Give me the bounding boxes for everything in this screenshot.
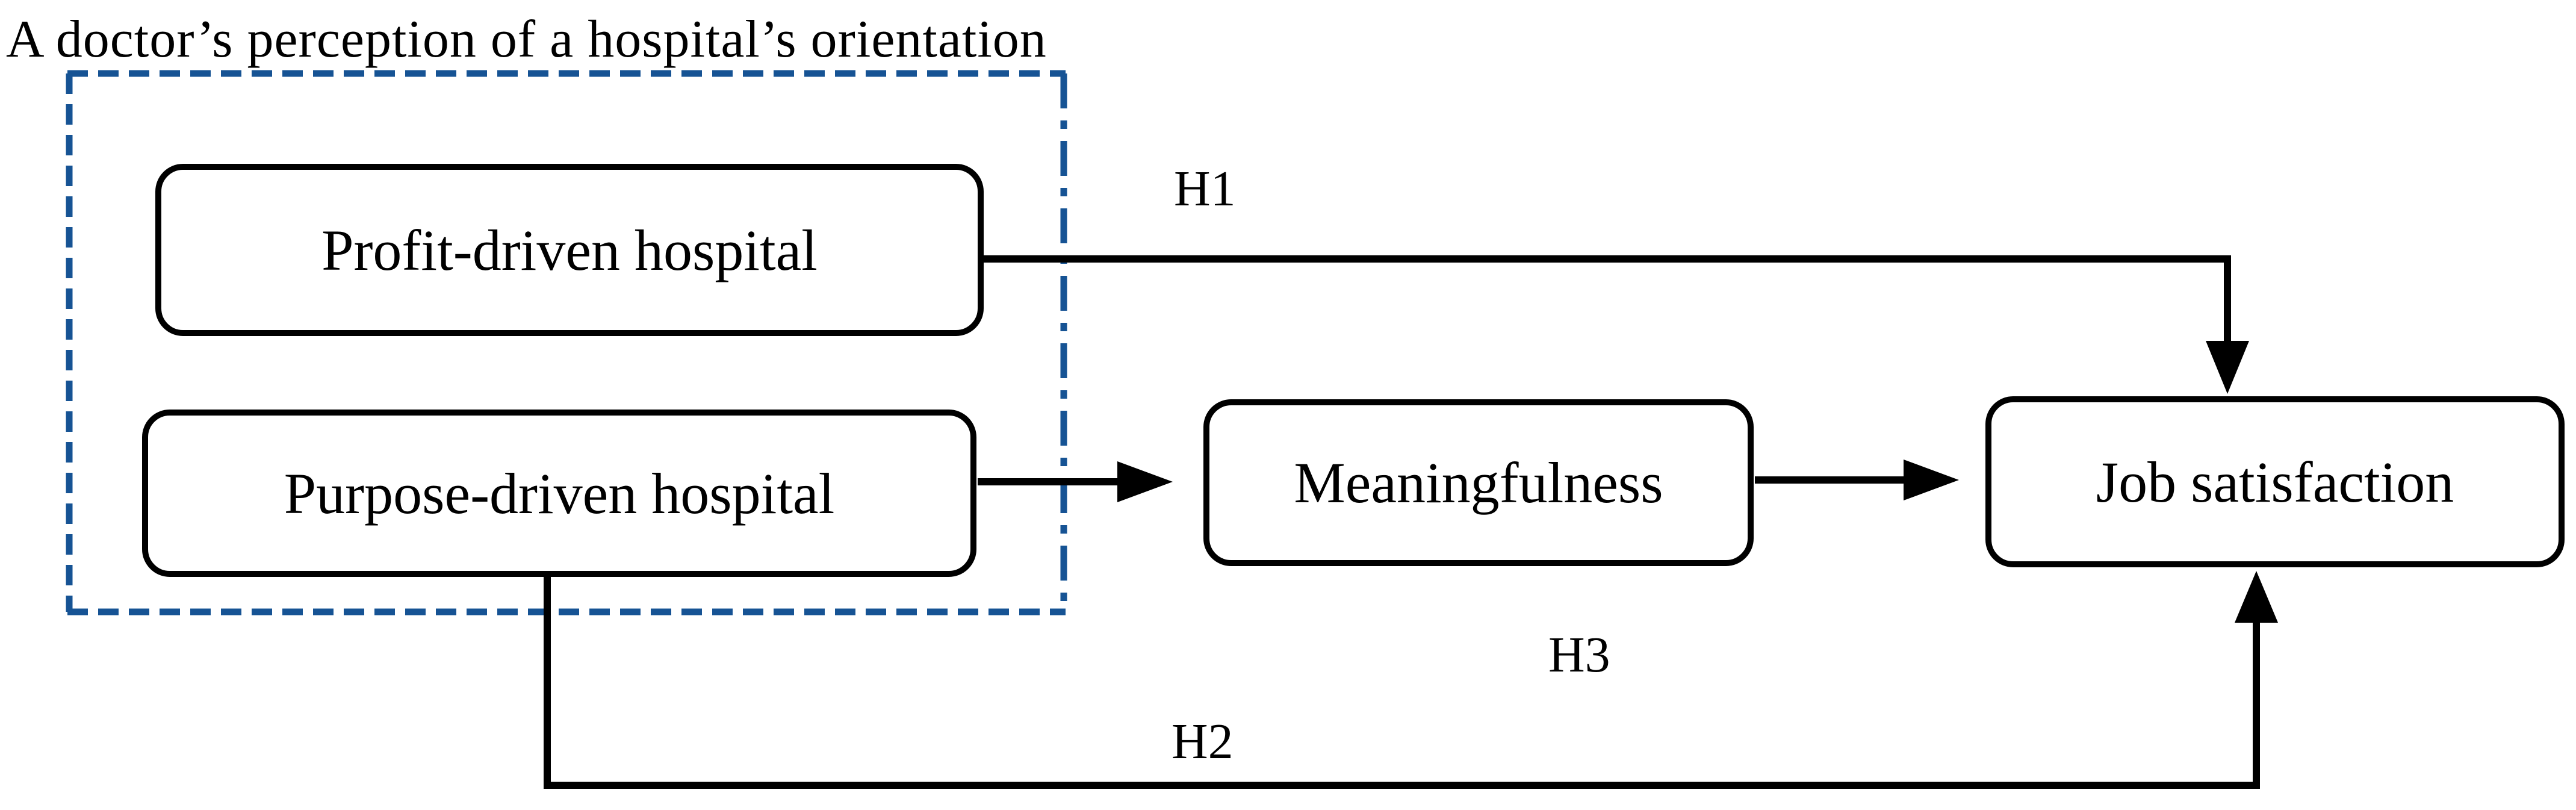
label-h1: H1 [1174, 161, 1236, 217]
label-h3: H3 [1548, 627, 1610, 683]
label-h2: H2 [1172, 714, 1234, 770]
figure-title: A doctor’s perception of a hospital’s or… [6, 10, 1047, 69]
node-purpose-driven-hospital-label: Purpose-driven hospital [284, 461, 835, 526]
h2-arrowhead [2235, 571, 2278, 623]
h2-arrow [544, 571, 2278, 789]
node-purpose-driven-hospital: Purpose-driven hospital [142, 410, 976, 577]
h1-connector-line [984, 255, 2231, 342]
perception-boundary-dashed-box [66, 70, 1067, 615]
meaningfulness-to-job-arrow [1755, 460, 1959, 500]
node-profit-driven-hospital-label: Profit-driven hospital [321, 217, 818, 282]
h2-connector-line [544, 573, 2260, 789]
meaningfulness-to-job-arrowhead [1904, 460, 1959, 500]
purpose-to-meaningfulness-arrowhead [1117, 461, 1173, 502]
node-profit-driven-hospital: Profit-driven hospital [155, 164, 984, 336]
h1-arrowhead [2206, 341, 2249, 394]
node-meaningfulness: Meaningfulness [1203, 399, 1754, 566]
node-meaningfulness-label: Meaningfulness [1294, 450, 1663, 515]
h1-arrow [984, 255, 2249, 394]
node-job-satisfaction-label: Job satisfaction [2096, 449, 2454, 514]
purpose-to-meaningfulness-arrow [978, 461, 1173, 502]
node-job-satisfaction: Job satisfaction [1985, 396, 2565, 567]
